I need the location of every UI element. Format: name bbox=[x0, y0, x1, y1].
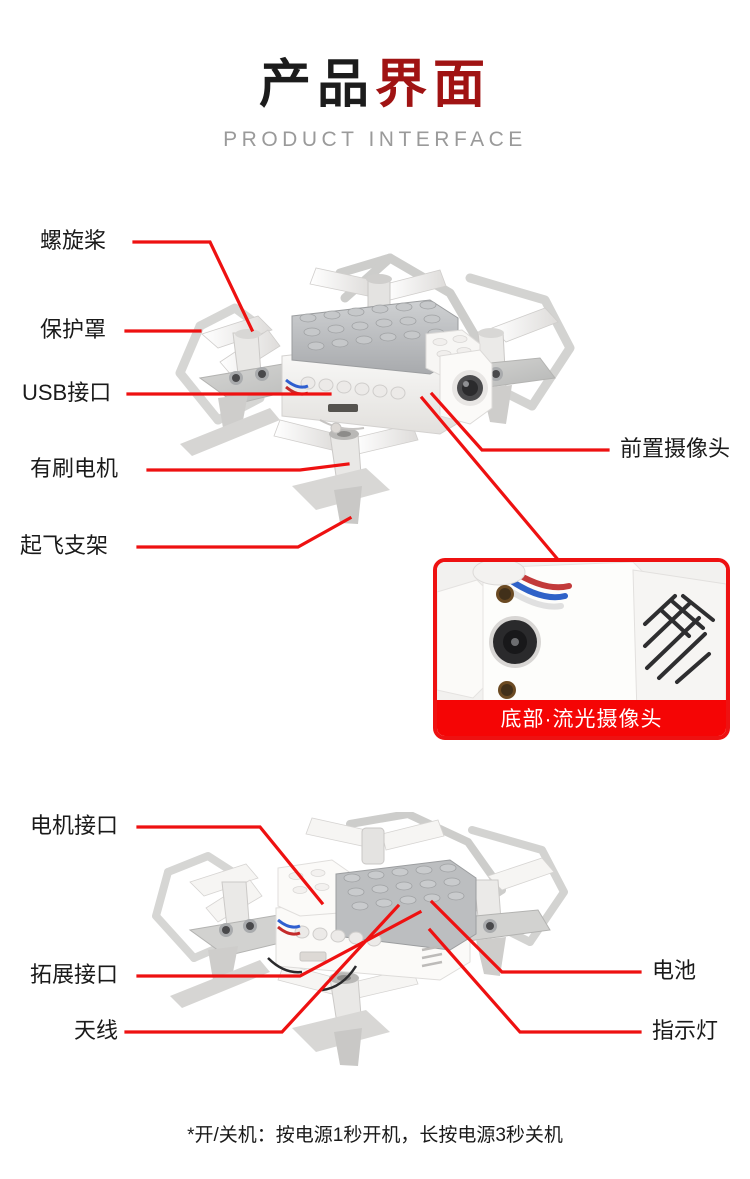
power-instruction-note: *开/关机：按电源1秒开机，长按电源3秒关机 bbox=[187, 1125, 563, 1146]
label-antenna: 天线 bbox=[74, 1018, 119, 1043]
label-propeller: 螺旋桨 bbox=[40, 228, 107, 253]
page-title-accent: 界面 bbox=[375, 56, 492, 114]
inset-caption: 底部·流光摄像头 bbox=[437, 700, 726, 736]
bottom-camera-detail-panel: 底部·流光摄像头 bbox=[433, 558, 730, 740]
label-motor-port: 电机接口 bbox=[30, 813, 119, 838]
drone-front-view-illustration bbox=[140, 238, 620, 548]
label-brushed-motor: 有刷电机 bbox=[30, 456, 119, 481]
bottom-camera-photo bbox=[437, 562, 726, 736]
label-landing-gear: 起飞支架 bbox=[20, 533, 109, 558]
label-prop-guard: 保护罩 bbox=[40, 317, 107, 342]
label-expansion-port: 拓展接口 bbox=[30, 962, 119, 987]
header: 产品界面 PRODUCT INTERFACE bbox=[0, 56, 750, 152]
label-front-camera: 前置摄像头 bbox=[620, 436, 731, 461]
page-title: 产品界面 bbox=[0, 56, 750, 114]
page-subtitle: PRODUCT INTERFACE bbox=[223, 128, 527, 152]
page-title-plain: 产品 bbox=[258, 56, 375, 114]
label-battery: 电池 bbox=[652, 958, 697, 983]
label-indicator-light: 指示灯 bbox=[652, 1018, 719, 1043]
drone-rear-view-illustration bbox=[150, 812, 620, 1072]
label-usb-port: USB接口 bbox=[22, 380, 112, 405]
